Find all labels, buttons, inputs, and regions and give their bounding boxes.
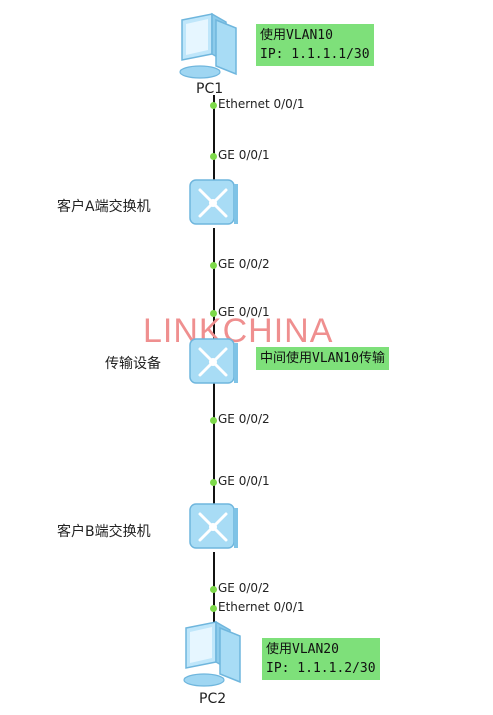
pc2-vlan-text: 使用VLAN20 [266,642,339,657]
pc2-config-note: 使用VLAN20 IP: 1.1.1.2/30 [262,638,380,680]
switch-a-label: 客户A端交换机 [57,199,151,215]
switch-b-icon[interactable] [186,500,240,554]
transport-label: 传输设备 [105,356,161,372]
pc1-vlan-text: 使用VLAN10 [260,28,333,43]
pc2-computer-icon[interactable] [180,620,244,692]
pc1-label: PC1 [196,81,224,97]
pc1-config-note: 使用VLAN10 IP: 1.1.1.1/30 [256,24,374,66]
pc1-port-dot [210,102,217,109]
pc1-port-label: Ethernet 0/0/1 [218,97,305,111]
transport-device-icon[interactable] [186,335,240,389]
link-switch-b-pc2 [213,552,215,634]
switch-a-down-port-label: GE 0/0/2 [218,257,270,271]
pc1-computer-icon[interactable] [176,12,240,84]
switch-b-label: 客户B端交换机 [57,524,151,540]
transport-up-port-dot [210,310,217,317]
switch-b-up-port-dot [210,479,217,486]
switch-a-icon[interactable] [186,176,240,230]
pc1-ip-text: IP: 1.1.1.1/30 [260,47,370,62]
switch-a-up-port-dot [210,153,217,160]
switch-b-down-port-dot [210,586,217,593]
link-transport-switch-b [213,382,215,504]
link-pc1-switch-a [213,95,215,183]
transport-up-port-label: GE 0/0/1 [218,305,270,319]
transport-note: 中间使用VLAN10传输 [256,347,389,370]
pc2-port-dot [210,605,217,612]
switch-b-up-port-label: GE 0/0/1 [218,474,270,488]
transport-down-port-dot [210,417,217,424]
switch-a-down-port-dot [210,262,217,269]
pc2-ip-text: IP: 1.1.1.2/30 [266,661,376,676]
switch-b-down-port-label: GE 0/0/2 [218,581,270,595]
transport-down-port-label: GE 0/0/2 [218,412,270,426]
link-switch-a-transport [213,228,215,340]
pc2-port-label: Ethernet 0/0/1 [218,600,305,614]
pc2-label: PC2 [199,691,227,707]
switch-a-up-port-label: GE 0/0/1 [218,148,270,162]
